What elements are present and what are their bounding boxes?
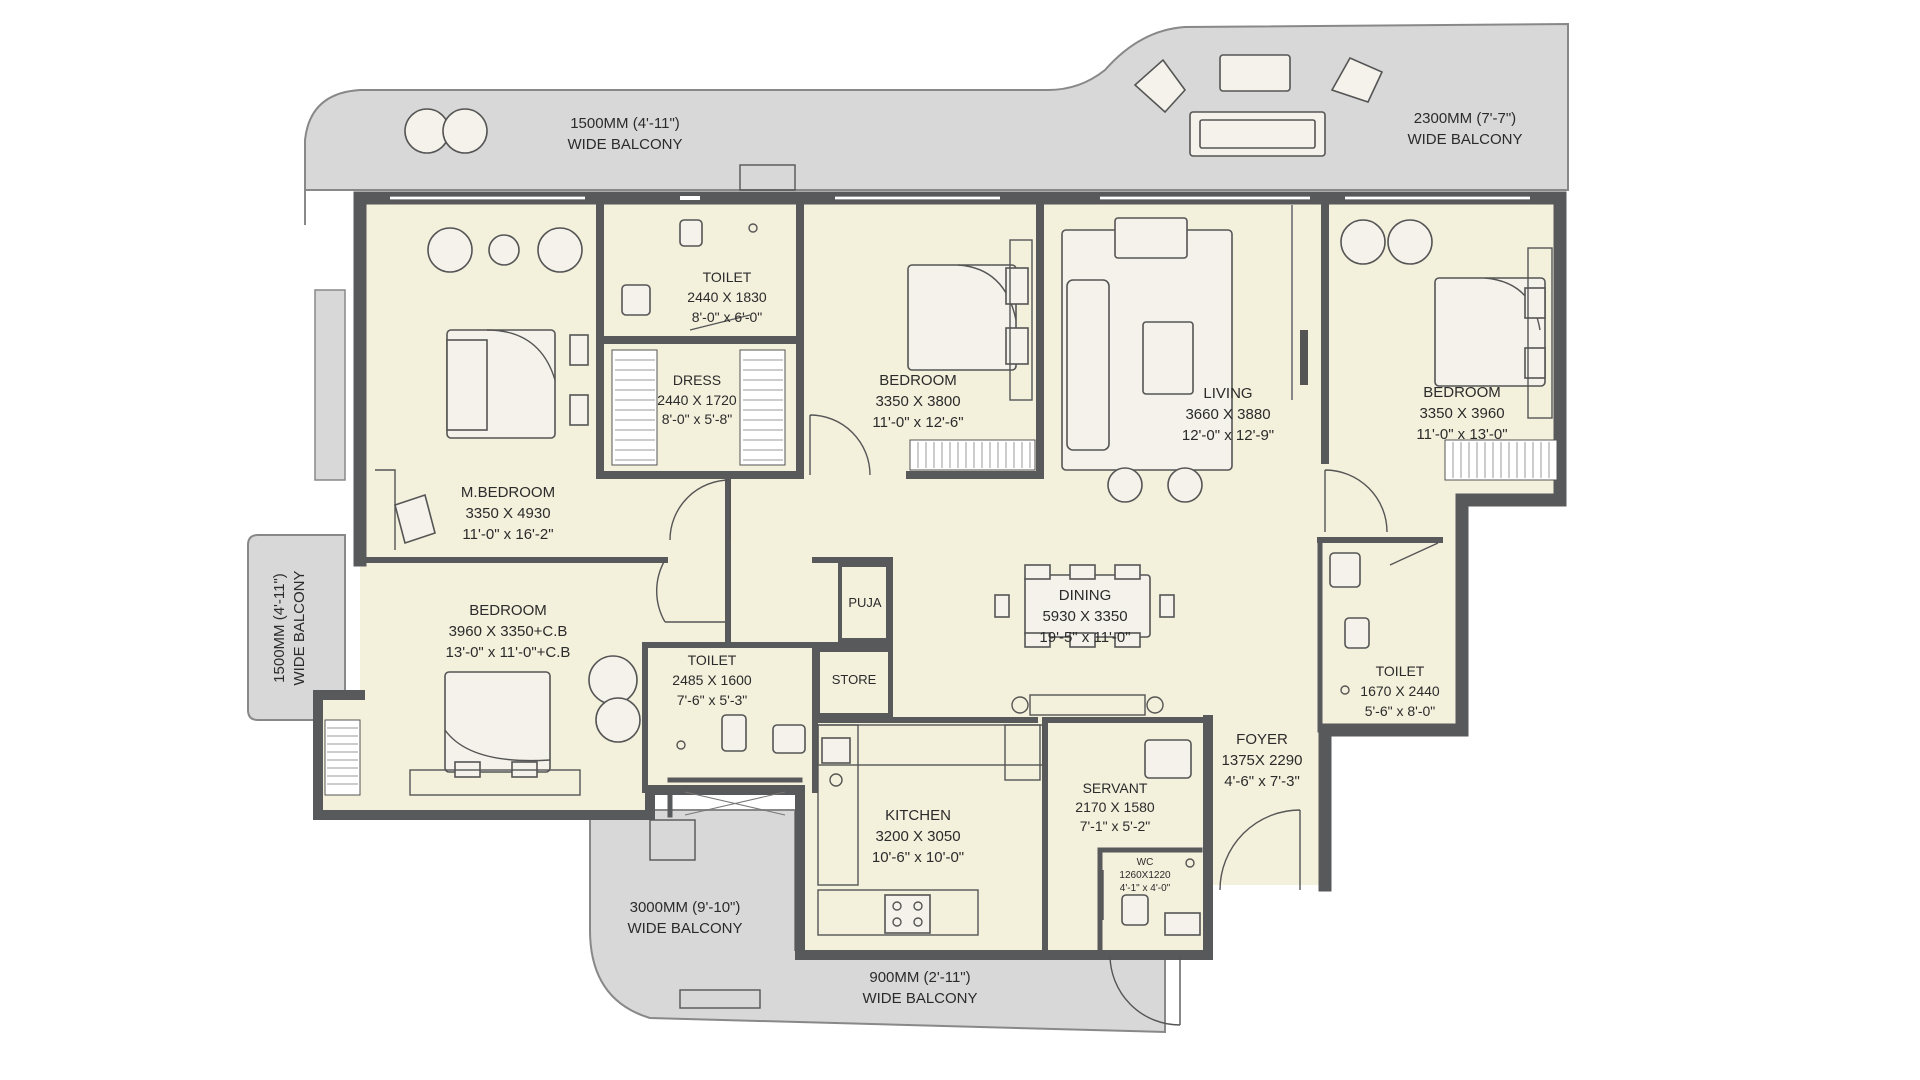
toilet-right-name: TOILET	[1376, 663, 1425, 679]
balcony-left	[247, 534, 346, 721]
foyer-mm: 1375X 2290	[1222, 752, 1303, 769]
living-furniture	[1061, 205, 1308, 503]
dining-mm: 5930 X 3350	[1042, 608, 1127, 625]
master-bedroom-mm: 3350 X 4930	[465, 505, 550, 522]
toilet-right-ft: 5'-6" x 8'-0"	[1365, 703, 1436, 719]
master-bedroom-ft: 11'-0" x 16'-2"	[462, 526, 553, 543]
balcony-top-right-width: 2300MM (7'-7")	[1414, 110, 1516, 127]
toilet-left-name: TOILET	[688, 652, 737, 668]
servant-name: SERVANT	[1083, 780, 1148, 796]
bedroom-right-name: BEDROOM	[1423, 384, 1501, 401]
dress-name: DRESS	[673, 372, 721, 388]
foyer-name: FOYER	[1236, 731, 1288, 748]
store-name: STORE	[832, 672, 877, 687]
left-toilet-fixtures	[676, 714, 806, 816]
toilet-master-ft: 8'-0" x 6'-0"	[692, 309, 763, 325]
servant-mm: 2170 X 1580	[1075, 799, 1155, 815]
balcony-top-right-name: WIDE BALCONY	[1407, 131, 1522, 148]
balcony-seating-left	[404, 108, 488, 154]
right-bedroom-furniture	[1324, 219, 1558, 533]
toilet-left-ft: 7'-6" x 5'-3"	[677, 692, 748, 708]
kitchen-name: KITCHEN	[885, 807, 951, 824]
toilet-master-name: TOILET	[703, 269, 752, 285]
dining-furniture	[994, 564, 1175, 716]
main-door	[1219, 809, 1301, 891]
bedroom-right-ft: 11'-0" x 13'-0"	[1416, 426, 1507, 443]
bedroom-center-ft: 11'-0" x 12'-6"	[872, 414, 963, 431]
servant-wc-fixtures	[1102, 739, 1201, 936]
balcony-bench	[679, 989, 761, 1009]
living-ft: 12'-0" x 12'-9"	[1182, 427, 1274, 444]
dining-name: DINING	[1059, 587, 1112, 604]
foyer-ft: 4'-6" x 7'-3"	[1224, 773, 1300, 790]
balcony-chair	[649, 819, 696, 861]
dress-mm: 2440 X 1720	[657, 392, 737, 408]
bedroom-left-name: BEDROOM	[469, 602, 547, 619]
bedroom-center-mm: 3350 X 3800	[875, 393, 960, 410]
toilet-master-mm: 2440 X 1830	[687, 289, 767, 305]
kitchen-ft: 10'-6" x 10'-0"	[872, 849, 964, 866]
balcony-bottom-mid-name: WIDE BALCONY	[862, 990, 977, 1007]
puja-store	[816, 563, 892, 717]
dining-ft: 19'-5" x 11'-0"	[1039, 629, 1130, 646]
balcony-bottom-left-name: WIDE BALCONY	[627, 920, 742, 937]
servant-ft: 7'-1" x 5'-2"	[1080, 818, 1151, 834]
wc-mm: 1260X1220	[1119, 870, 1171, 881]
kitchen-mm: 3200 X 3050	[875, 828, 960, 845]
toilet-right-mm: 1670 X 2440	[1360, 683, 1440, 699]
balcony-bottom-left	[589, 809, 1166, 1034]
toilet-left-mm: 2485 X 1600	[672, 672, 752, 688]
wc-ft: 4'-1" x 4'-0"	[1120, 883, 1171, 894]
kitchen-furniture	[817, 724, 1044, 936]
balcony-left-upper	[314, 289, 346, 481]
balcony-bottom-left-width: 3000MM (9'-10")	[630, 899, 741, 916]
center-bedroom-furniture	[809, 239, 1036, 476]
passage-door	[669, 479, 731, 541]
living-mm: 3660 X 3880	[1185, 406, 1270, 423]
balcony-top-left-width: 1500MM (4'-11")	[570, 115, 680, 132]
bedroom-center-name: BEDROOM	[879, 372, 957, 389]
balcony-grate	[739, 164, 796, 191]
dress-ft: 8'-0" x 5'-8"	[662, 411, 733, 427]
bedroom-left-mm: 3960 X 3350+C.B	[449, 623, 568, 640]
master-bedroom-furniture	[375, 227, 589, 550]
puja-name: PUJA	[848, 595, 882, 610]
dress-storage	[611, 349, 786, 466]
balcony-top-left-name: WIDE BALCONY	[567, 136, 682, 153]
labels: 1500MM (4'-11") WIDE BALCONY 2300MM (7'-…	[271, 110, 1523, 1007]
bottom-door	[1109, 954, 1181, 1026]
master-bedroom-name: M.BEDROOM	[461, 484, 555, 501]
balcony-left-width: 1500MM (4'-11")	[271, 573, 288, 683]
balcony-bottom-mid-width: 900MM (2'-11")	[869, 969, 970, 986]
living-name: LIVING	[1203, 385, 1252, 402]
left-bedroom-furniture	[324, 559, 725, 796]
master-toilet-fixtures	[621, 219, 758, 331]
wc-name: WC	[1137, 857, 1154, 868]
right-toilet-fixtures	[1329, 542, 1439, 695]
bedroom-left-ft: 13'-0" x 11'-0"+C.B	[446, 644, 571, 661]
balcony-seating-right	[1133, 54, 1384, 157]
bedroom-right-mm: 3350 X 3960	[1419, 405, 1504, 422]
balcony-left-name: WIDE BALCONY	[291, 570, 308, 685]
